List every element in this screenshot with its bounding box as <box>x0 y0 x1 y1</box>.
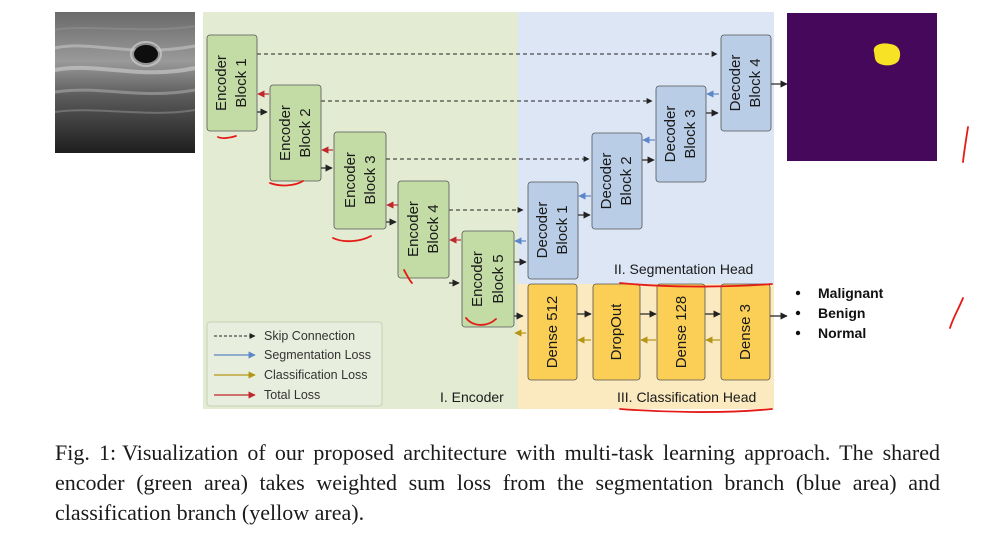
decoder-block-2-line2: Block 2 <box>618 156 635 205</box>
decoder-block-4-line2: Block 4 <box>747 58 764 107</box>
decoder-block-1-line1: Decoder <box>534 202 551 259</box>
svg-text:DropOut: DropOut <box>608 303 625 361</box>
decoder-block-3-line1: Decoder <box>662 106 679 163</box>
legend-segmentation-loss: Segmentation Loss <box>264 348 371 362</box>
decoder-block-3-line2: Block 3 <box>682 109 699 158</box>
red-annotation-marks <box>217 126 969 413</box>
svg-text:Dense 128: Dense 128 <box>673 296 690 369</box>
svg-text:Dense 512: Dense 512 <box>544 296 561 369</box>
encoder-block-5-line2: Block 5 <box>490 254 507 303</box>
dense-block-3: Dense 3 <box>720 283 771 381</box>
input-ultrasound-image <box>54 12 196 153</box>
encoder-forward-arrows <box>257 80 788 320</box>
encoder-block-4: Encoder Block 4 <box>397 180 450 279</box>
encoder-block-1: Encoder Block 1 <box>206 34 258 132</box>
decoder-arrows <box>514 90 719 266</box>
encoder-block-3-line2: Block 3 <box>362 155 379 204</box>
encoder-area-label: I. Encoder <box>440 389 504 405</box>
encoder-block-5: Encoder Block 5 <box>461 230 515 328</box>
legend-total-loss: Total Loss <box>264 388 320 402</box>
legend: Skip Connection Segmentation Loss Classi… <box>206 321 383 407</box>
architecture-diagram: I. Encoder II. Segmentation Head III. Cl… <box>54 12 969 413</box>
dropout-block: DropOut <box>592 283 641 381</box>
encoder-block-4-line2: Block 4 <box>425 204 442 253</box>
total-loss-arrows <box>257 90 461 244</box>
dense-block-512: Dense 512 <box>527 283 578 381</box>
encoder-block-4-line1: Encoder <box>405 201 422 257</box>
figure-caption: Fig. 1:Visualization of our proposed arc… <box>55 438 940 528</box>
figure-caption-label: Fig. 1: <box>55 440 117 465</box>
decoder-block-1: Decoder Block 1 <box>527 181 579 280</box>
decoder-block-1-line2: Block 1 <box>554 205 571 254</box>
skip-connections <box>257 51 718 213</box>
decoder-block-4-line1: Decoder <box>727 55 744 112</box>
encoder-block-1-line1: Encoder <box>213 55 230 111</box>
encoder-block-2: Encoder Block 2 <box>269 84 322 182</box>
encoder-block-2-line1: Encoder <box>277 105 294 161</box>
output-mask-image <box>787 13 937 161</box>
figure-caption-text: Visualization of our proposed architectu… <box>55 440 940 525</box>
segmentation-area-label: II. Segmentation Head <box>614 261 753 277</box>
output-class-benign: Benign <box>818 305 865 321</box>
encoder-block-3: Encoder Block 3 <box>333 131 387 230</box>
decoder-block-2: Decoder Block 2 <box>591 132 643 230</box>
classification-area-label: III. Classification Head <box>617 389 756 405</box>
encoder-block-2-line2: Block 2 <box>297 108 314 157</box>
classification-arrows <box>514 310 788 344</box>
legend-skip-connection: Skip Connection <box>264 329 355 343</box>
decoder-block-2-line1: Decoder <box>598 153 615 210</box>
output-classes: Malignant Benign Normal <box>795 285 884 341</box>
decoder-block-4: Decoder Block 4 <box>720 34 772 132</box>
svg-text:Dense 3: Dense 3 <box>737 304 754 360</box>
encoder-block-3-line1: Encoder <box>342 152 359 208</box>
legend-classification-loss: Classification Loss <box>264 368 368 382</box>
encoder-block-5-line1: Encoder <box>469 251 486 307</box>
output-class-malignant: Malignant <box>818 285 884 301</box>
output-class-normal: Normal <box>818 325 866 341</box>
encoder-block-1-line2: Block 1 <box>233 58 250 107</box>
dense-block-128: Dense 128 <box>656 283 706 381</box>
decoder-block-3: Decoder Block 3 <box>655 85 707 183</box>
